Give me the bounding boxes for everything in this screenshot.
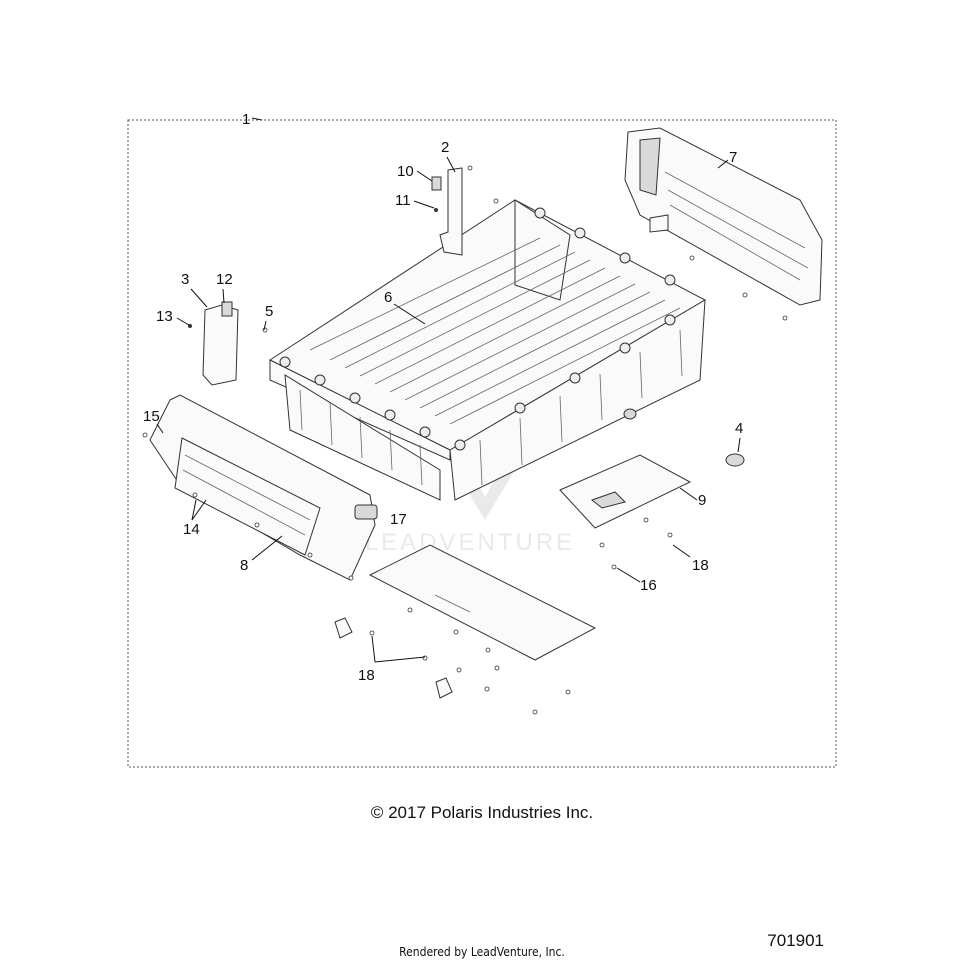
callout-18-right: 18 — [692, 557, 709, 574]
callout-5: 5 — [265, 303, 273, 320]
assembly-boundary — [127, 119, 837, 768]
callout-16: 16 — [640, 577, 657, 594]
clip-hardware — [334, 617, 453, 699]
diagram-id: 701901 — [767, 931, 824, 950]
floor-liner-part-17 — [368, 544, 597, 661]
callout-4: 4 — [735, 420, 743, 437]
copyright-notice: © 2017 Polaris Industries Inc. — [370, 803, 594, 822]
callout-18-bottom: 18 — [358, 667, 375, 684]
rendered-by-footer: Rendered by LeadVenture, Inc. — [399, 945, 565, 959]
tailgate-part-8 — [149, 394, 378, 581]
callouts: 1 2 10 11 7 3 12 13 5 6 15 4 9 14 17 8 1 — [143, 111, 743, 684]
callout-15: 15 — [143, 408, 160, 425]
front-panel-part-7 — [624, 127, 823, 306]
callout-2: 2 — [441, 139, 449, 156]
plate-part-9 — [559, 454, 692, 529]
bracket-part-2 — [431, 167, 463, 256]
hardware-fasteners — [142, 165, 788, 715]
callout-6: 6 — [384, 289, 392, 306]
callout-3: 3 — [181, 271, 189, 288]
callout-9: 9 — [698, 492, 706, 509]
cargo-box-part-6 — [268, 199, 707, 501]
callout-7: 7 — [729, 149, 737, 166]
callout-12: 12 — [216, 271, 233, 288]
cap-part-4 — [623, 408, 745, 467]
callout-11: 11 — [395, 192, 411, 209]
bracket-part-3 — [188, 301, 239, 386]
callout-13: 13 — [156, 308, 173, 325]
callout-17: 17 — [390, 511, 407, 528]
callout-8: 8 — [240, 557, 248, 574]
callout-10: 10 — [397, 163, 414, 180]
callout-14: 14 — [183, 521, 200, 538]
callout-1: 1 — [242, 111, 250, 128]
svg-text:LEADVENTURE: LEADVENTURE — [365, 529, 575, 556]
